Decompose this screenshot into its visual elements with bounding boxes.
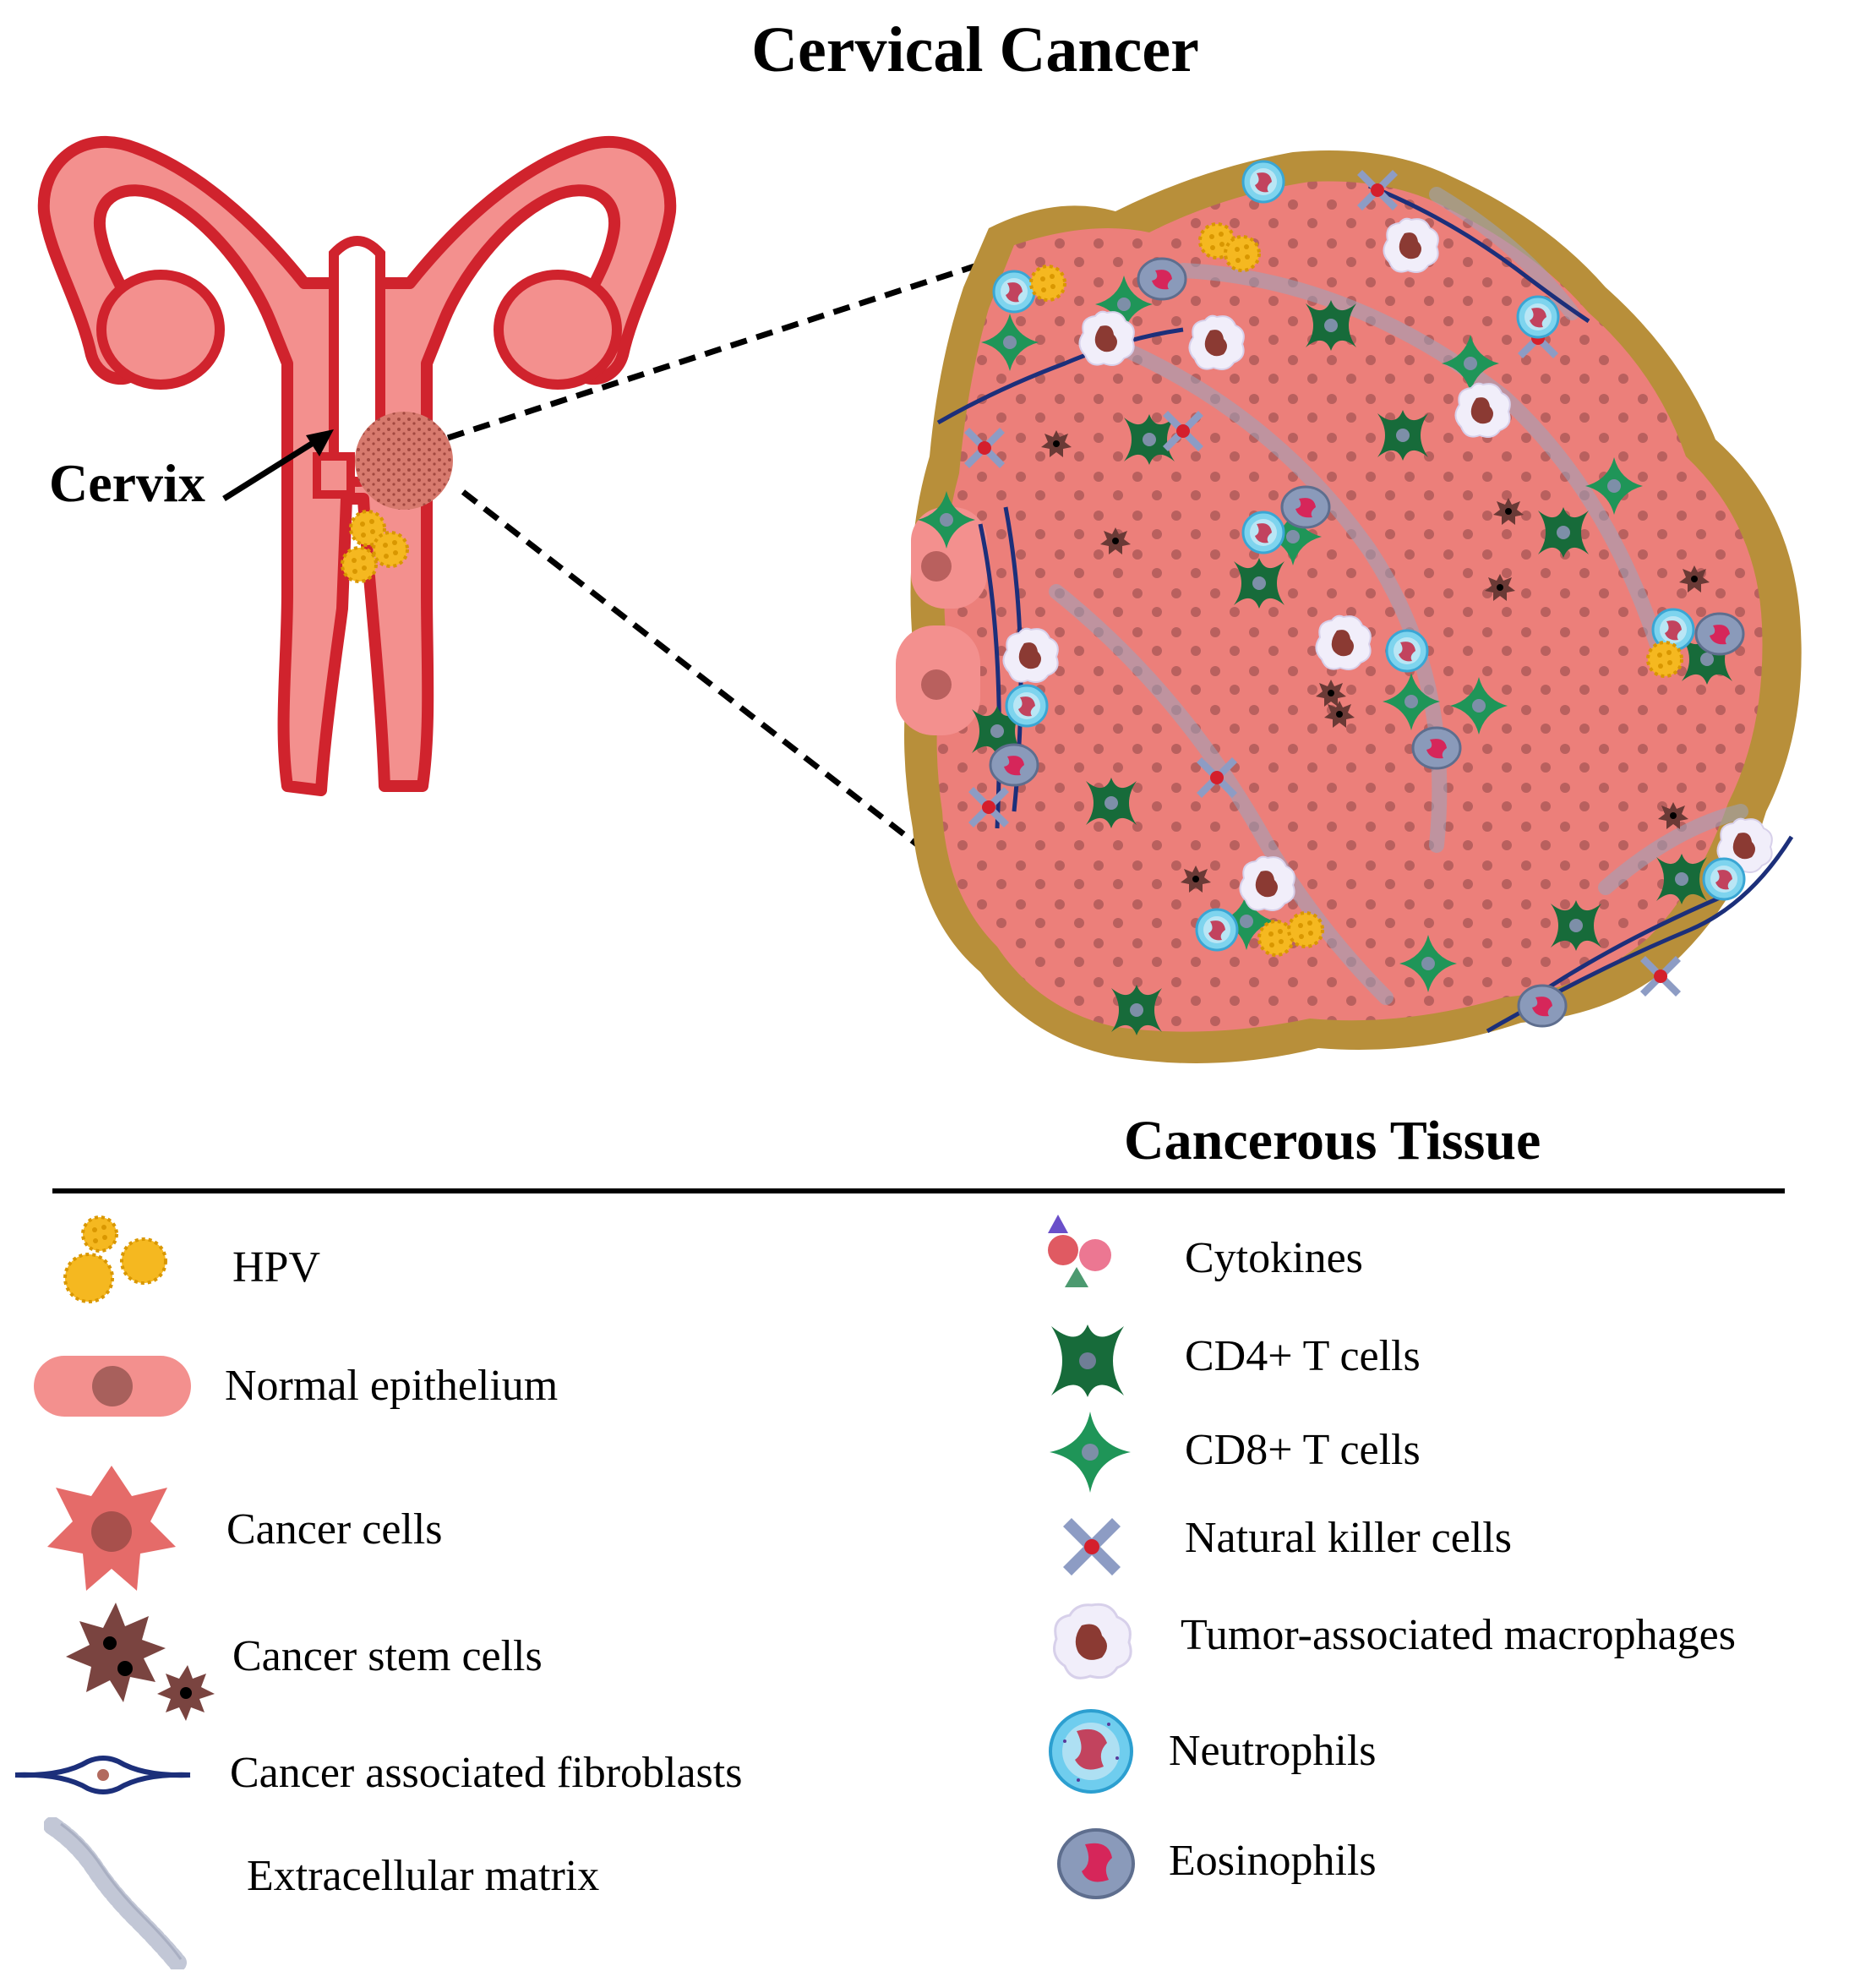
legend-item-cd4: CD4+ T cells [1050, 1323, 1810, 1416]
legend-item-normal-epithelium: Normal epithelium [32, 1352, 793, 1445]
cervix-tumor [355, 412, 453, 510]
legend-label-eosinophils: Eosinophils [1169, 1837, 1377, 1885]
cancer-cell-icon [47, 1466, 176, 1591]
legend-label-normal-epithelium: Normal epithelium [225, 1362, 559, 1410]
cytokines-icon [1048, 1215, 1111, 1287]
cancerous-tissue-illustration [896, 150, 1802, 1063]
extracellular-matrix-icon [44, 1817, 187, 1969]
legend-item-cytokines: Cytokines [1041, 1213, 1802, 1306]
legend-item-neutrophils: Neutrophils [1044, 1707, 1805, 1800]
legend-item-extracellular-matrix: Extracellular matrix [44, 1817, 847, 1969]
legend-item-eosinophils: Eosinophils [1056, 1826, 1817, 1919]
legend-label-cancer-stem-cells: Cancer stem cells [232, 1632, 543, 1680]
neutrophil-icon [1049, 1709, 1133, 1794]
cervix-arrow [222, 429, 334, 501]
legend-label-hpv: HPV [232, 1243, 321, 1292]
legend-label-cd8: CD8+ T cells [1185, 1426, 1421, 1474]
legend-label-cancer-cells: Cancer cells [226, 1505, 443, 1554]
macrophage-icon [1053, 1603, 1132, 1679]
cervix-label: Cervix [49, 453, 205, 513]
cd8-t-cell-icon [1050, 1412, 1131, 1493]
zoom-line-bottom [461, 489, 991, 903]
legend-item-fibroblasts: Cancer associated fibroblasts [12, 1749, 815, 1843]
legend-label-nk: Natural killer cells [1185, 1514, 1512, 1562]
figure-title: Cervical Cancer [751, 14, 1199, 85]
cd4-t-cell-icon [1051, 1324, 1124, 1397]
legend-item-hpv: HPV [42, 1209, 803, 1303]
legend-label-neutrophils: Neutrophils [1169, 1727, 1377, 1775]
legend-item-macrophages: Tumor-associated macrophages [1048, 1602, 1849, 1695]
eosinophil-icon [1057, 1828, 1135, 1899]
fibroblast-icon [14, 1756, 191, 1794]
legend-label-cytokines: Cytokines [1185, 1234, 1363, 1282]
legend-item-cd8: CD8+ T cells [1048, 1410, 1808, 1503]
legend-item-cancer-cells: Cancer cells [44, 1462, 805, 1591]
legend-label-macrophages: Tumor-associated macrophages [1181, 1611, 1736, 1659]
legend-label-fibroblasts: Cancer associated fibroblasts [230, 1749, 743, 1797]
hpv-icon [63, 1215, 167, 1303]
cancerous-tissue-label: Cancerous Tissue [1124, 1110, 1541, 1172]
nk-cell-icon [1063, 1518, 1121, 1576]
cancer-stem-cell-icon [66, 1603, 215, 1721]
normal-epithelium-icon [34, 1356, 191, 1417]
illustration [37, 135, 1802, 1063]
legend-divider [52, 1188, 1785, 1193]
legend-item-nk: Natural killer cells [1058, 1513, 1819, 1606]
legend-label-cd4: CD4+ T cells [1185, 1332, 1421, 1380]
legend-label-extracellular-matrix: Extracellular matrix [247, 1852, 600, 1900]
legend-item-cancer-stem-cells: Cancer stem cells [61, 1598, 821, 1721]
